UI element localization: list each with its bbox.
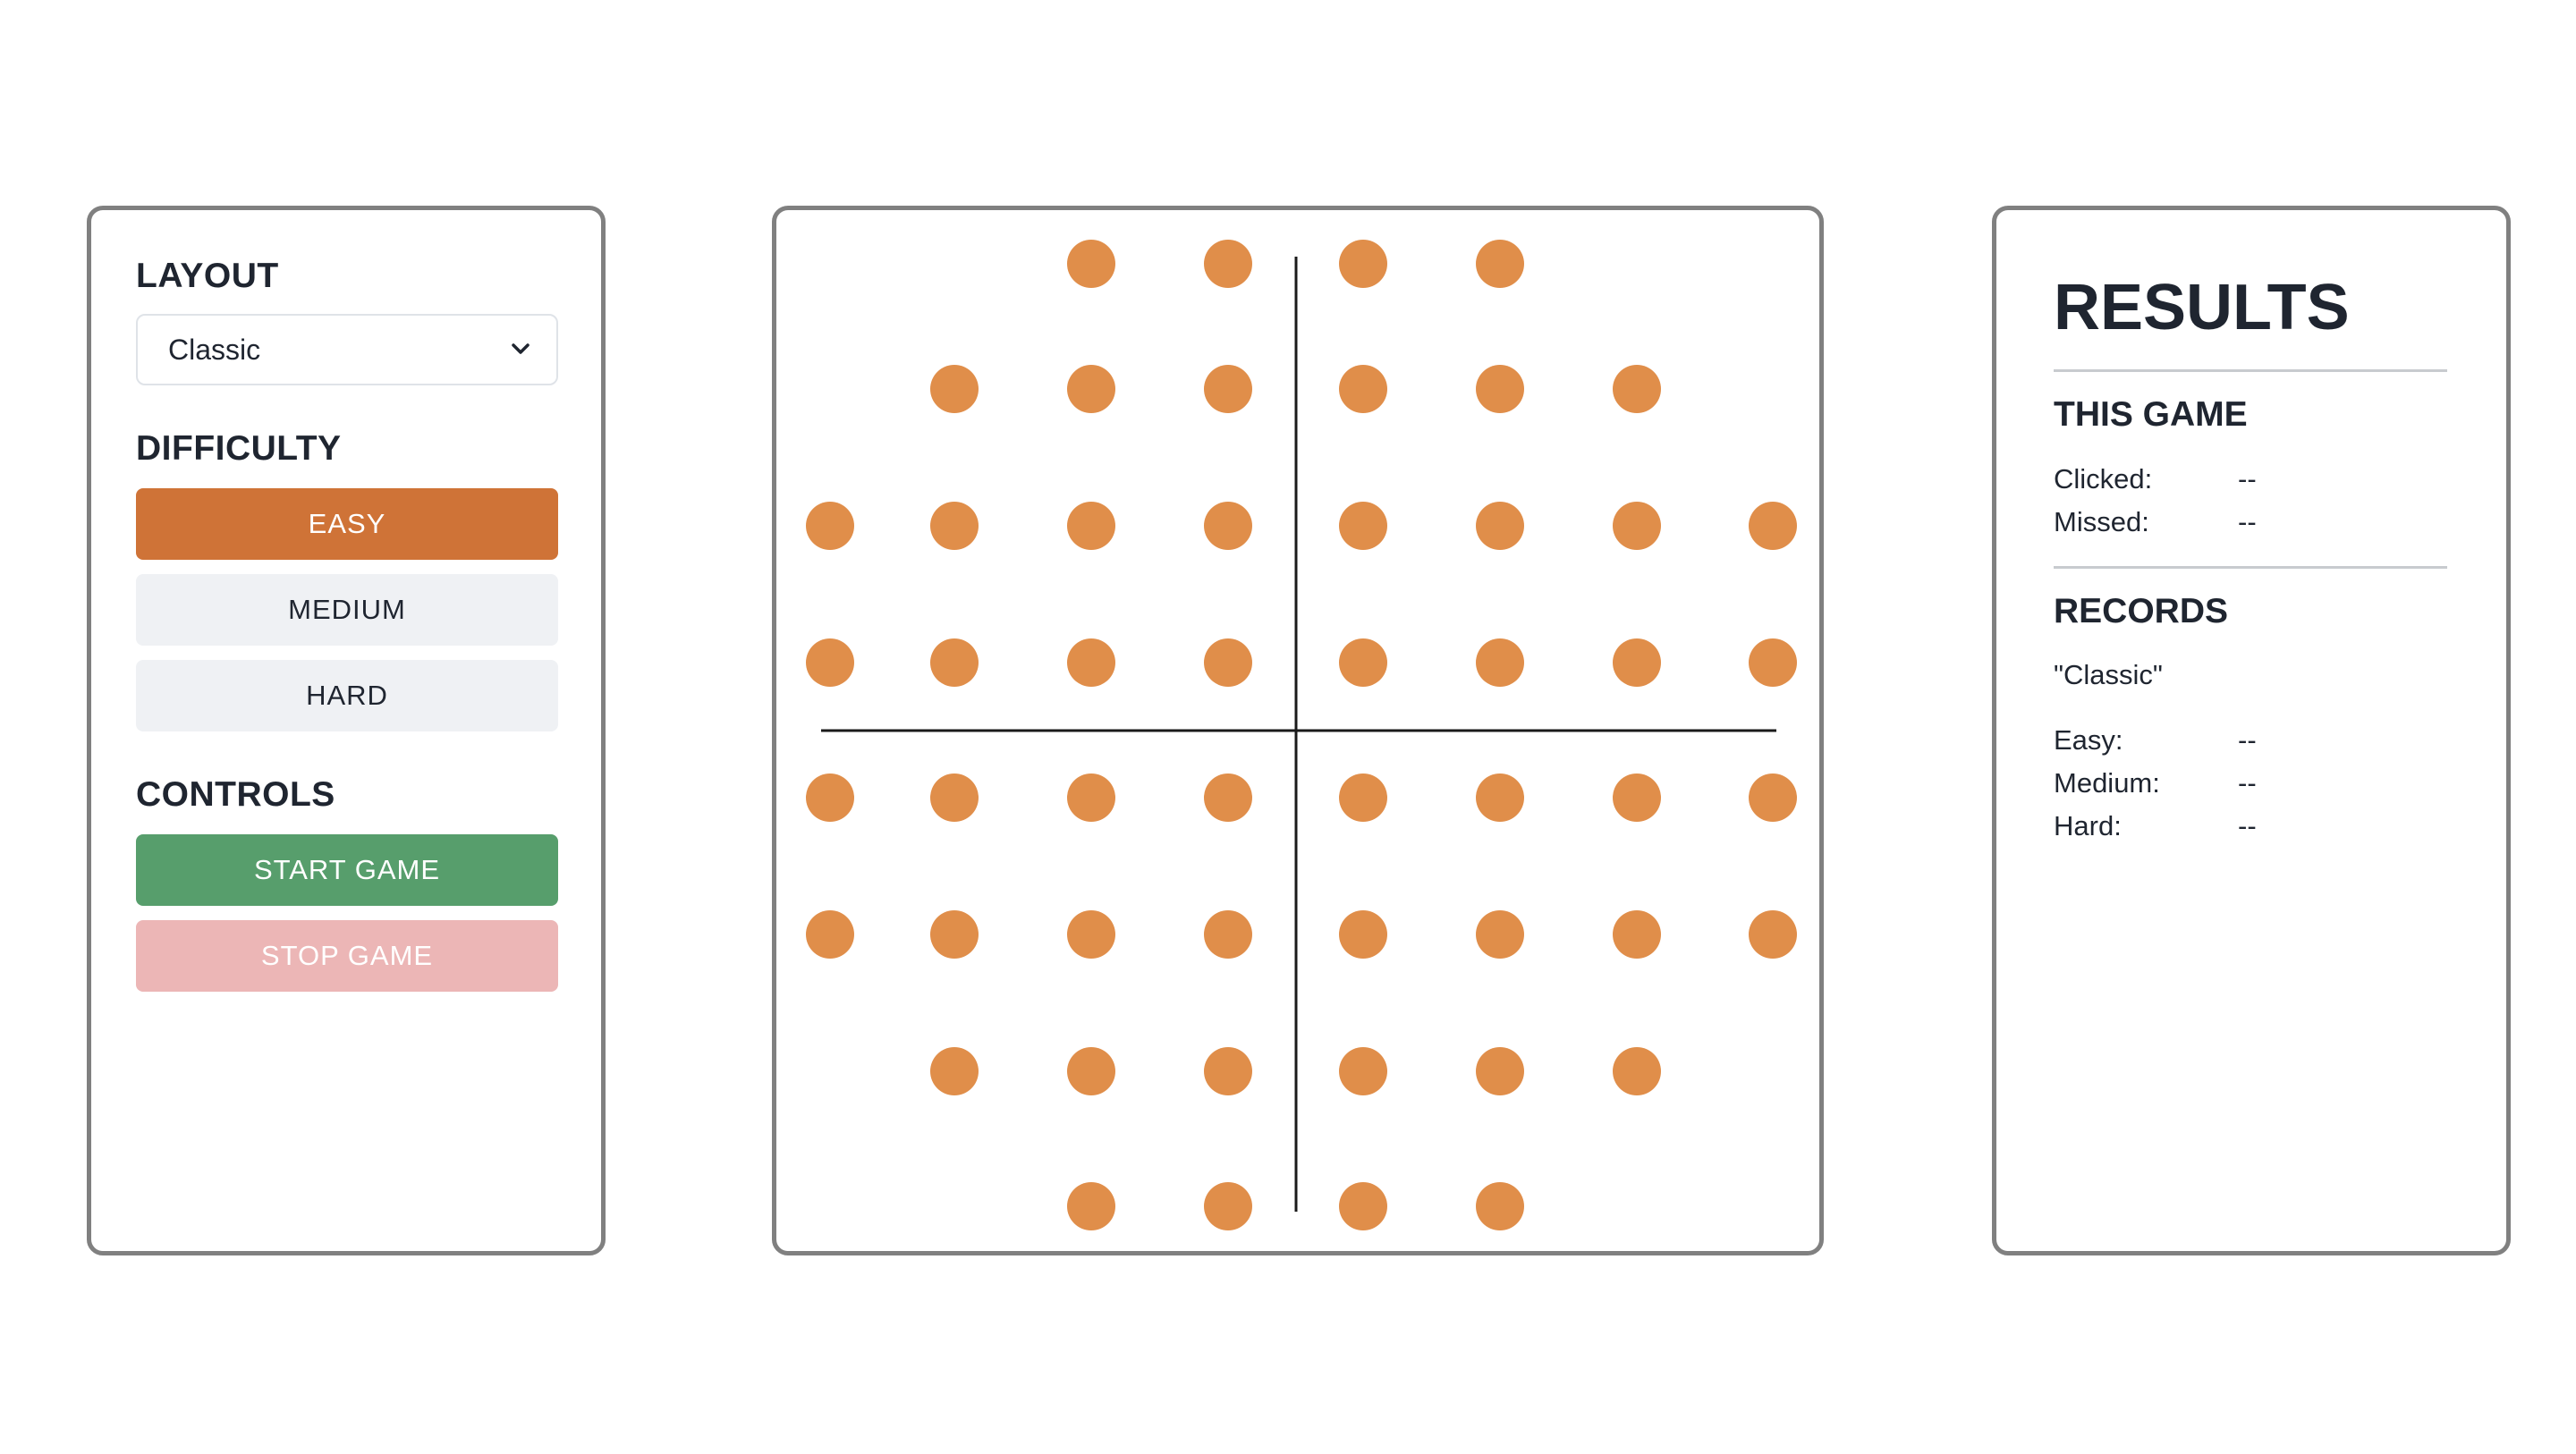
target-dot[interactable] (1613, 365, 1661, 413)
layout-select[interactable]: Classic (136, 314, 558, 385)
target-dot[interactable] (1749, 910, 1797, 959)
target-dot[interactable] (1204, 502, 1252, 550)
record-easy-value: -- (2238, 724, 2257, 756)
records-heading: RECORDS (2054, 592, 2229, 630)
chevron-down-icon (512, 343, 530, 354)
target-dot[interactable] (1204, 1182, 1252, 1230)
target-dot[interactable] (1339, 365, 1387, 413)
difficulty-medium-button[interactable]: MEDIUM (136, 574, 558, 646)
controls-heading: CONTROLS (136, 775, 335, 814)
this-game-heading: THIS GAME (2054, 395, 2248, 434)
target-dot[interactable] (1749, 502, 1797, 550)
target-dot[interactable] (1476, 638, 1524, 687)
game-board (772, 206, 1824, 1255)
difficulty-hard-button[interactable]: HARD (136, 660, 558, 731)
target-dot[interactable] (806, 502, 854, 550)
target-dot[interactable] (1749, 638, 1797, 687)
results-divider (2054, 369, 2447, 372)
target-dot[interactable] (1067, 773, 1115, 822)
target-dot[interactable] (1613, 638, 1661, 687)
target-dot[interactable] (1204, 638, 1252, 687)
clicked-value: -- (2238, 463, 2257, 495)
target-dot[interactable] (1339, 1182, 1387, 1230)
target-dot[interactable] (1204, 240, 1252, 288)
record-medium-label: Medium: (2054, 767, 2160, 799)
target-dot[interactable] (1204, 773, 1252, 822)
target-dot[interactable] (930, 365, 979, 413)
target-dot[interactable] (1067, 1182, 1115, 1230)
missed-label: Missed: (2054, 506, 2149, 537)
stop-game-button[interactable]: STOP GAME (136, 920, 558, 992)
target-dot[interactable] (1067, 502, 1115, 550)
target-dot[interactable] (1476, 240, 1524, 288)
record-hard-value: -- (2238, 810, 2257, 841)
target-dot[interactable] (1204, 365, 1252, 413)
records-layout-name: "Classic" (2054, 659, 2163, 690)
target-dot[interactable] (1204, 910, 1252, 959)
records-divider (2054, 566, 2447, 569)
target-dot[interactable] (1067, 638, 1115, 687)
settings-panel: LAYOUT Classic DIFFICULTY EASY MEDIUM HA… (87, 206, 606, 1255)
difficulty-easy-button[interactable]: EASY (136, 488, 558, 560)
difficulty-heading: DIFFICULTY (136, 429, 342, 468)
target-dot[interactable] (1339, 638, 1387, 687)
record-easy-label: Easy: (2054, 724, 2123, 756)
target-dot[interactable] (1339, 910, 1387, 959)
target-dot[interactable] (1067, 910, 1115, 959)
target-dot[interactable] (1067, 1047, 1115, 1095)
target-dot[interactable] (1476, 1182, 1524, 1230)
results-title: RESULTS (2054, 272, 2350, 343)
target-dot[interactable] (1613, 502, 1661, 550)
target-dot[interactable] (806, 910, 854, 959)
target-dot[interactable] (930, 1047, 979, 1095)
missed-value: -- (2238, 506, 2257, 537)
target-dot[interactable] (930, 773, 979, 822)
target-dot[interactable] (930, 502, 979, 550)
target-dot[interactable] (930, 638, 979, 687)
layout-select-value: Classic (168, 334, 261, 366)
record-hard-label: Hard: (2054, 810, 2122, 841)
target-dot[interactable] (930, 910, 979, 959)
start-game-button[interactable]: START GAME (136, 834, 558, 906)
target-dot[interactable] (1476, 365, 1524, 413)
record-medium-value: -- (2238, 767, 2257, 799)
results-panel: RESULTS THIS GAME Clicked: -- Missed: --… (1992, 206, 2511, 1255)
target-dot[interactable] (1476, 1047, 1524, 1095)
target-dot[interactable] (1613, 1047, 1661, 1095)
target-dot[interactable] (1339, 240, 1387, 288)
target-dot[interactable] (1476, 773, 1524, 822)
target-dot[interactable] (1339, 1047, 1387, 1095)
target-dot[interactable] (1613, 773, 1661, 822)
target-dot[interactable] (1339, 773, 1387, 822)
target-dot[interactable] (1067, 240, 1115, 288)
target-dot[interactable] (806, 773, 854, 822)
game-board-canvas (806, 240, 1797, 1230)
target-dot[interactable] (1476, 502, 1524, 550)
target-dot[interactable] (806, 638, 854, 687)
target-dot[interactable] (1749, 773, 1797, 822)
target-dot[interactable] (1339, 502, 1387, 550)
target-dot[interactable] (1067, 365, 1115, 413)
target-dot[interactable] (1613, 910, 1661, 959)
target-dot[interactable] (1204, 1047, 1252, 1095)
clicked-label: Clicked: (2054, 463, 2153, 495)
target-dot[interactable] (1476, 910, 1524, 959)
layout-heading: LAYOUT (136, 257, 279, 295)
